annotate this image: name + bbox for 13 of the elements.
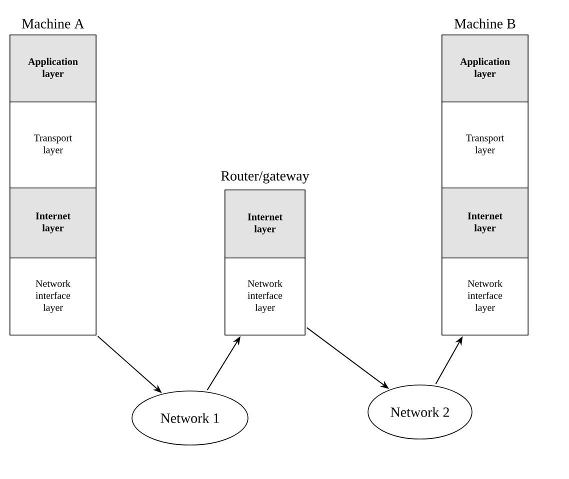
layer-box: Internet layer xyxy=(10,188,96,258)
layer-box: Transport layer xyxy=(442,102,528,188)
stack-heading: Router/gateway xyxy=(221,171,310,184)
layer-box: Application layer xyxy=(10,34,96,102)
layer-box: Network interface layer xyxy=(442,258,528,336)
layer-box: Internet layer xyxy=(442,188,528,258)
layer-box: Application layer xyxy=(442,34,528,102)
stack-heading: Machine A xyxy=(22,18,84,28)
layer-box: Transport layer xyxy=(10,102,96,188)
layer-box: Network interface layer xyxy=(224,258,306,336)
stack-heading: Machine B xyxy=(454,18,516,28)
layer-box: Network interface layer xyxy=(10,258,96,336)
layer-box: Internet layer xyxy=(224,190,306,258)
